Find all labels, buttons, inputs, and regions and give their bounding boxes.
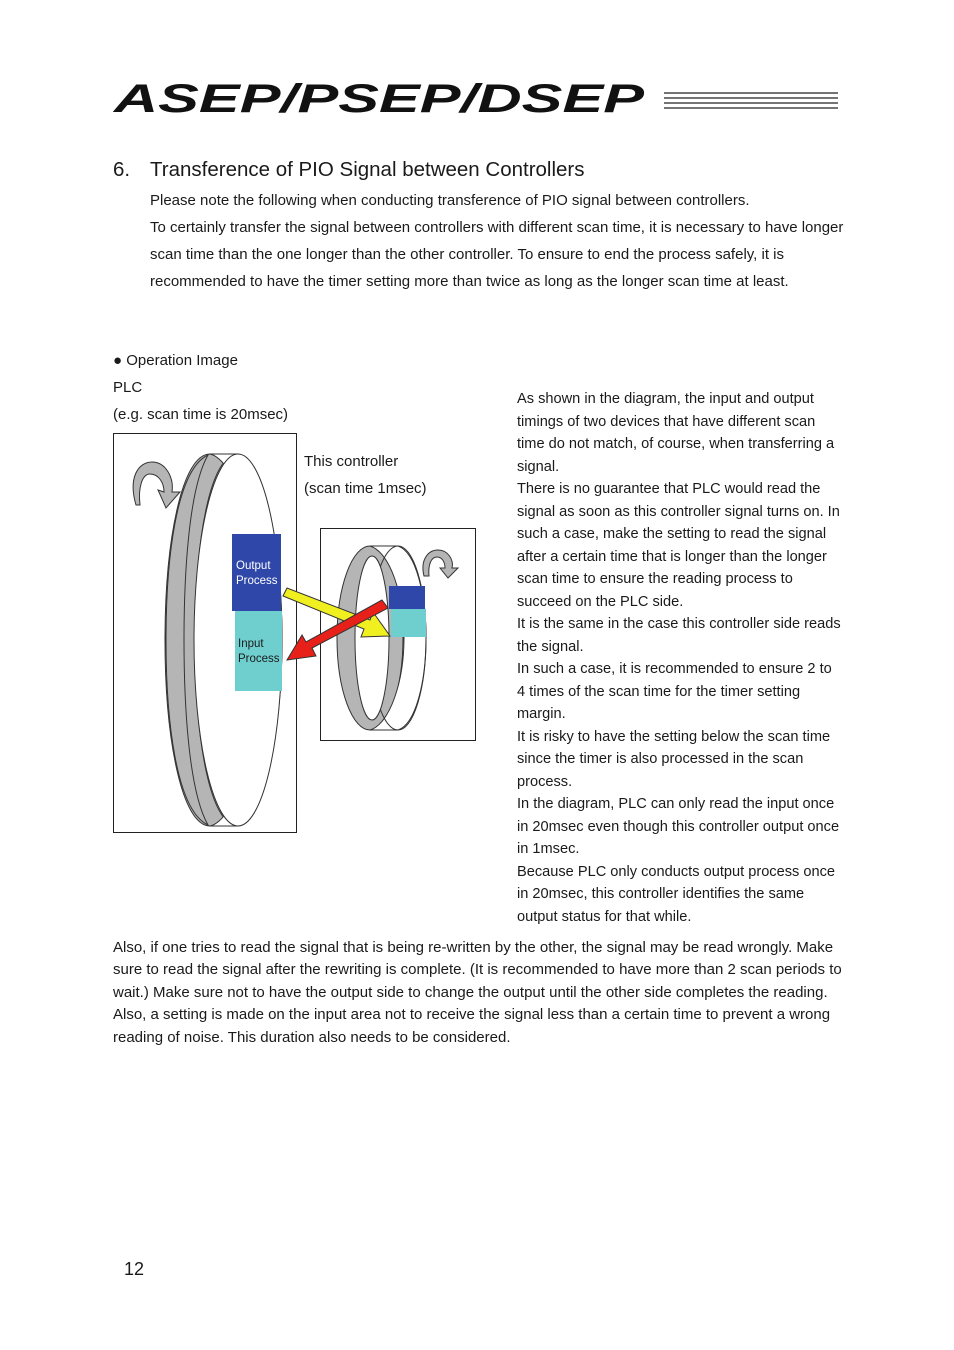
- intro-paragraph: To certainly transfer the signal between…: [150, 219, 844, 290]
- explanation-paragraph: In the diagram, PLC can only read the in…: [517, 796, 840, 857]
- explanation-paragraph: It is the same in the case this controll…: [517, 616, 841, 655]
- controller-scan-label: (scan time 1msec): [304, 480, 427, 497]
- product-logo: ASEP/PSEP/DSEP: [112, 77, 838, 121]
- explanation-paragraph: As shown in the diagram, the input and o…: [517, 391, 835, 475]
- plc-scan-label: (e.g. scan time is 20msec): [113, 406, 289, 423]
- section-number: 6.: [113, 158, 131, 181]
- closing-paragraph: Also, if one tries to read the signal th…: [113, 939, 842, 1046]
- page-number: 12: [124, 1259, 145, 1279]
- plc-label: PLC: [113, 379, 143, 396]
- controller-label: This controller: [304, 453, 399, 470]
- figure-heading: ● Operation Image: [113, 352, 238, 369]
- explanation-paragraph: In such a case, it is recommended to ens…: [517, 661, 832, 722]
- plc-diagram-frame: [113, 433, 297, 833]
- explanation-paragraph: Because PLC only conducts output process…: [517, 863, 836, 925]
- section-title: Transference of PIO Signal between Contr…: [150, 158, 585, 181]
- controller-diagram-frame: [320, 528, 476, 741]
- logo-text: ASEP/PSEP/DSEP: [112, 77, 644, 121]
- explanation-paragraph: It is risky to have the setting below th…: [517, 728, 831, 790]
- logo-rule-lines: [664, 92, 838, 109]
- section-heading: 6. Transference of PIO Signal between Con…: [113, 158, 585, 182]
- intro-paragraph: Please note the following when conductin…: [150, 192, 750, 209]
- diagram-explanation: As shown in the diagram, the input and o…: [517, 388, 842, 928]
- intro-paragraphs: Please note the following when conductin…: [150, 187, 850, 295]
- explanation-paragraph: There is no guarantee that PLC would rea…: [517, 481, 840, 610]
